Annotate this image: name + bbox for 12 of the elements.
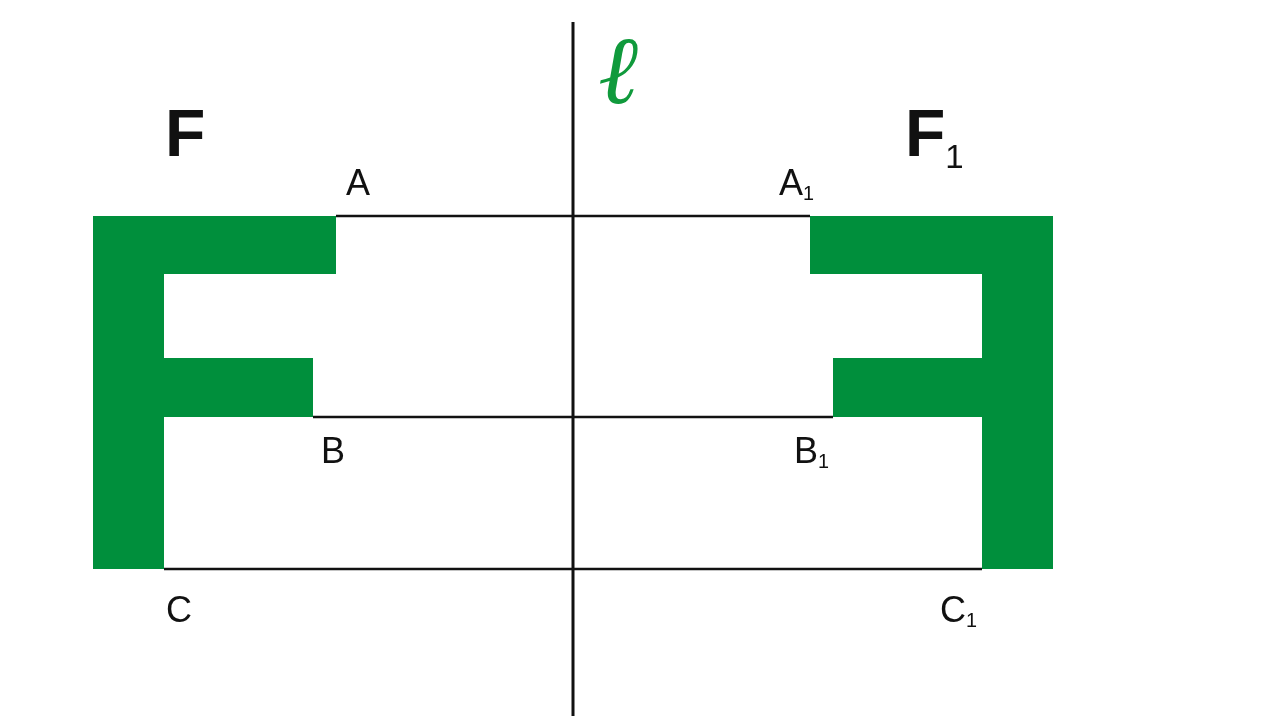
figure-label: F$_{1}$ (905, 100, 964, 173)
segment-line (336, 214, 810, 218)
point-label: A (346, 165, 370, 201)
segment-line (313, 415, 833, 419)
segment-line (164, 567, 982, 571)
point-label: C (166, 592, 192, 628)
point-label: A$_{1}$ (779, 165, 815, 204)
point-label: B (321, 433, 345, 469)
figure-label: F (165, 100, 206, 166)
line-label: ℓ (598, 22, 638, 118)
point-label: B$_{1}$ (794, 433, 830, 472)
point-label: C$_{1}$ (940, 592, 977, 631)
